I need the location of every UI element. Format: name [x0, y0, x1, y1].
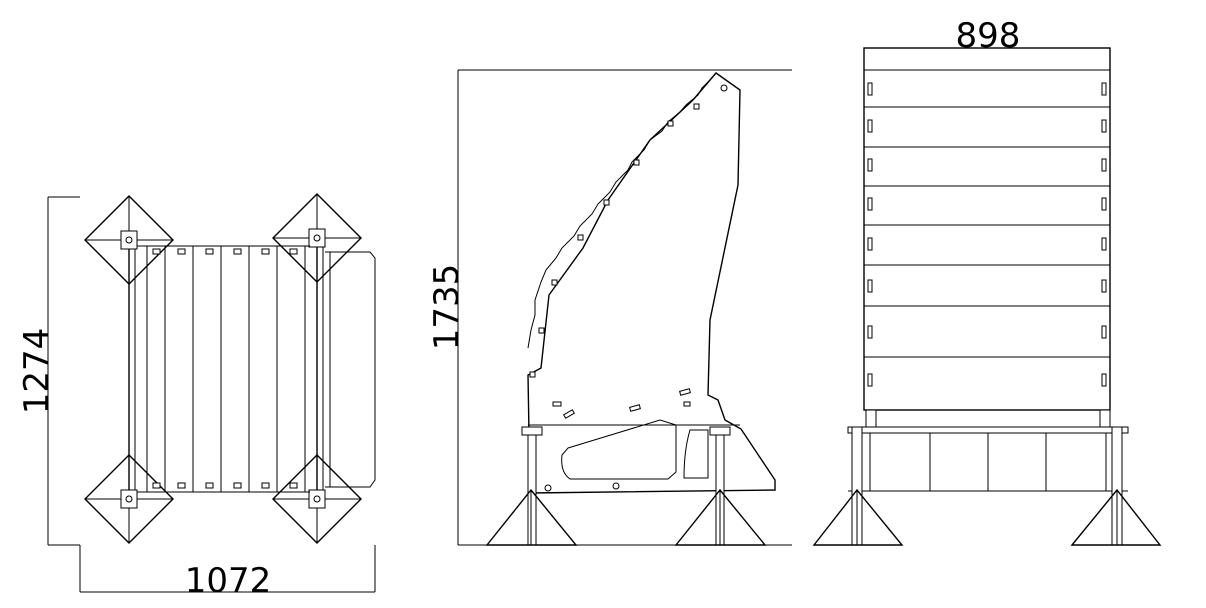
- plan-frame: [128, 245, 376, 493]
- side-inner-cutout-right: [683, 429, 709, 479]
- front-leg-left: [812, 426, 904, 546]
- front-leg-right: [1070, 426, 1162, 546]
- front-view: 898: [812, 16, 1162, 546]
- side-view: 1735: [427, 69, 792, 546]
- plan-height-label: 1274: [17, 328, 57, 415]
- plan-slats: [152, 246, 306, 492]
- side-body-outline: [527, 72, 776, 494]
- side-inner-cutout: [561, 419, 677, 480]
- side-edge-bolts: [529, 84, 728, 378]
- front-width-label: 898: [956, 16, 1021, 56]
- side-slots: [544, 388, 691, 492]
- front-shelf-rows: [864, 106, 1110, 358]
- side-height-label: 1735: [427, 264, 467, 351]
- plan-width-label: 1072: [185, 561, 272, 601]
- plan-view: 1274 1072: [17, 193, 376, 601]
- side-step-edge: [527, 77, 713, 349]
- front-brackets: [867, 82, 1107, 387]
- side-height-dimension-lines: [457, 69, 792, 546]
- front-cabinet: [863, 47, 1111, 411]
- plan-width-dimension-lines: [79, 545, 376, 593]
- plan-height-dimension-lines: [47, 196, 80, 546]
- front-base-frame: [847, 409, 1129, 492]
- side-leg-left: [485, 426, 578, 546]
- side-leg-right: [674, 426, 767, 546]
